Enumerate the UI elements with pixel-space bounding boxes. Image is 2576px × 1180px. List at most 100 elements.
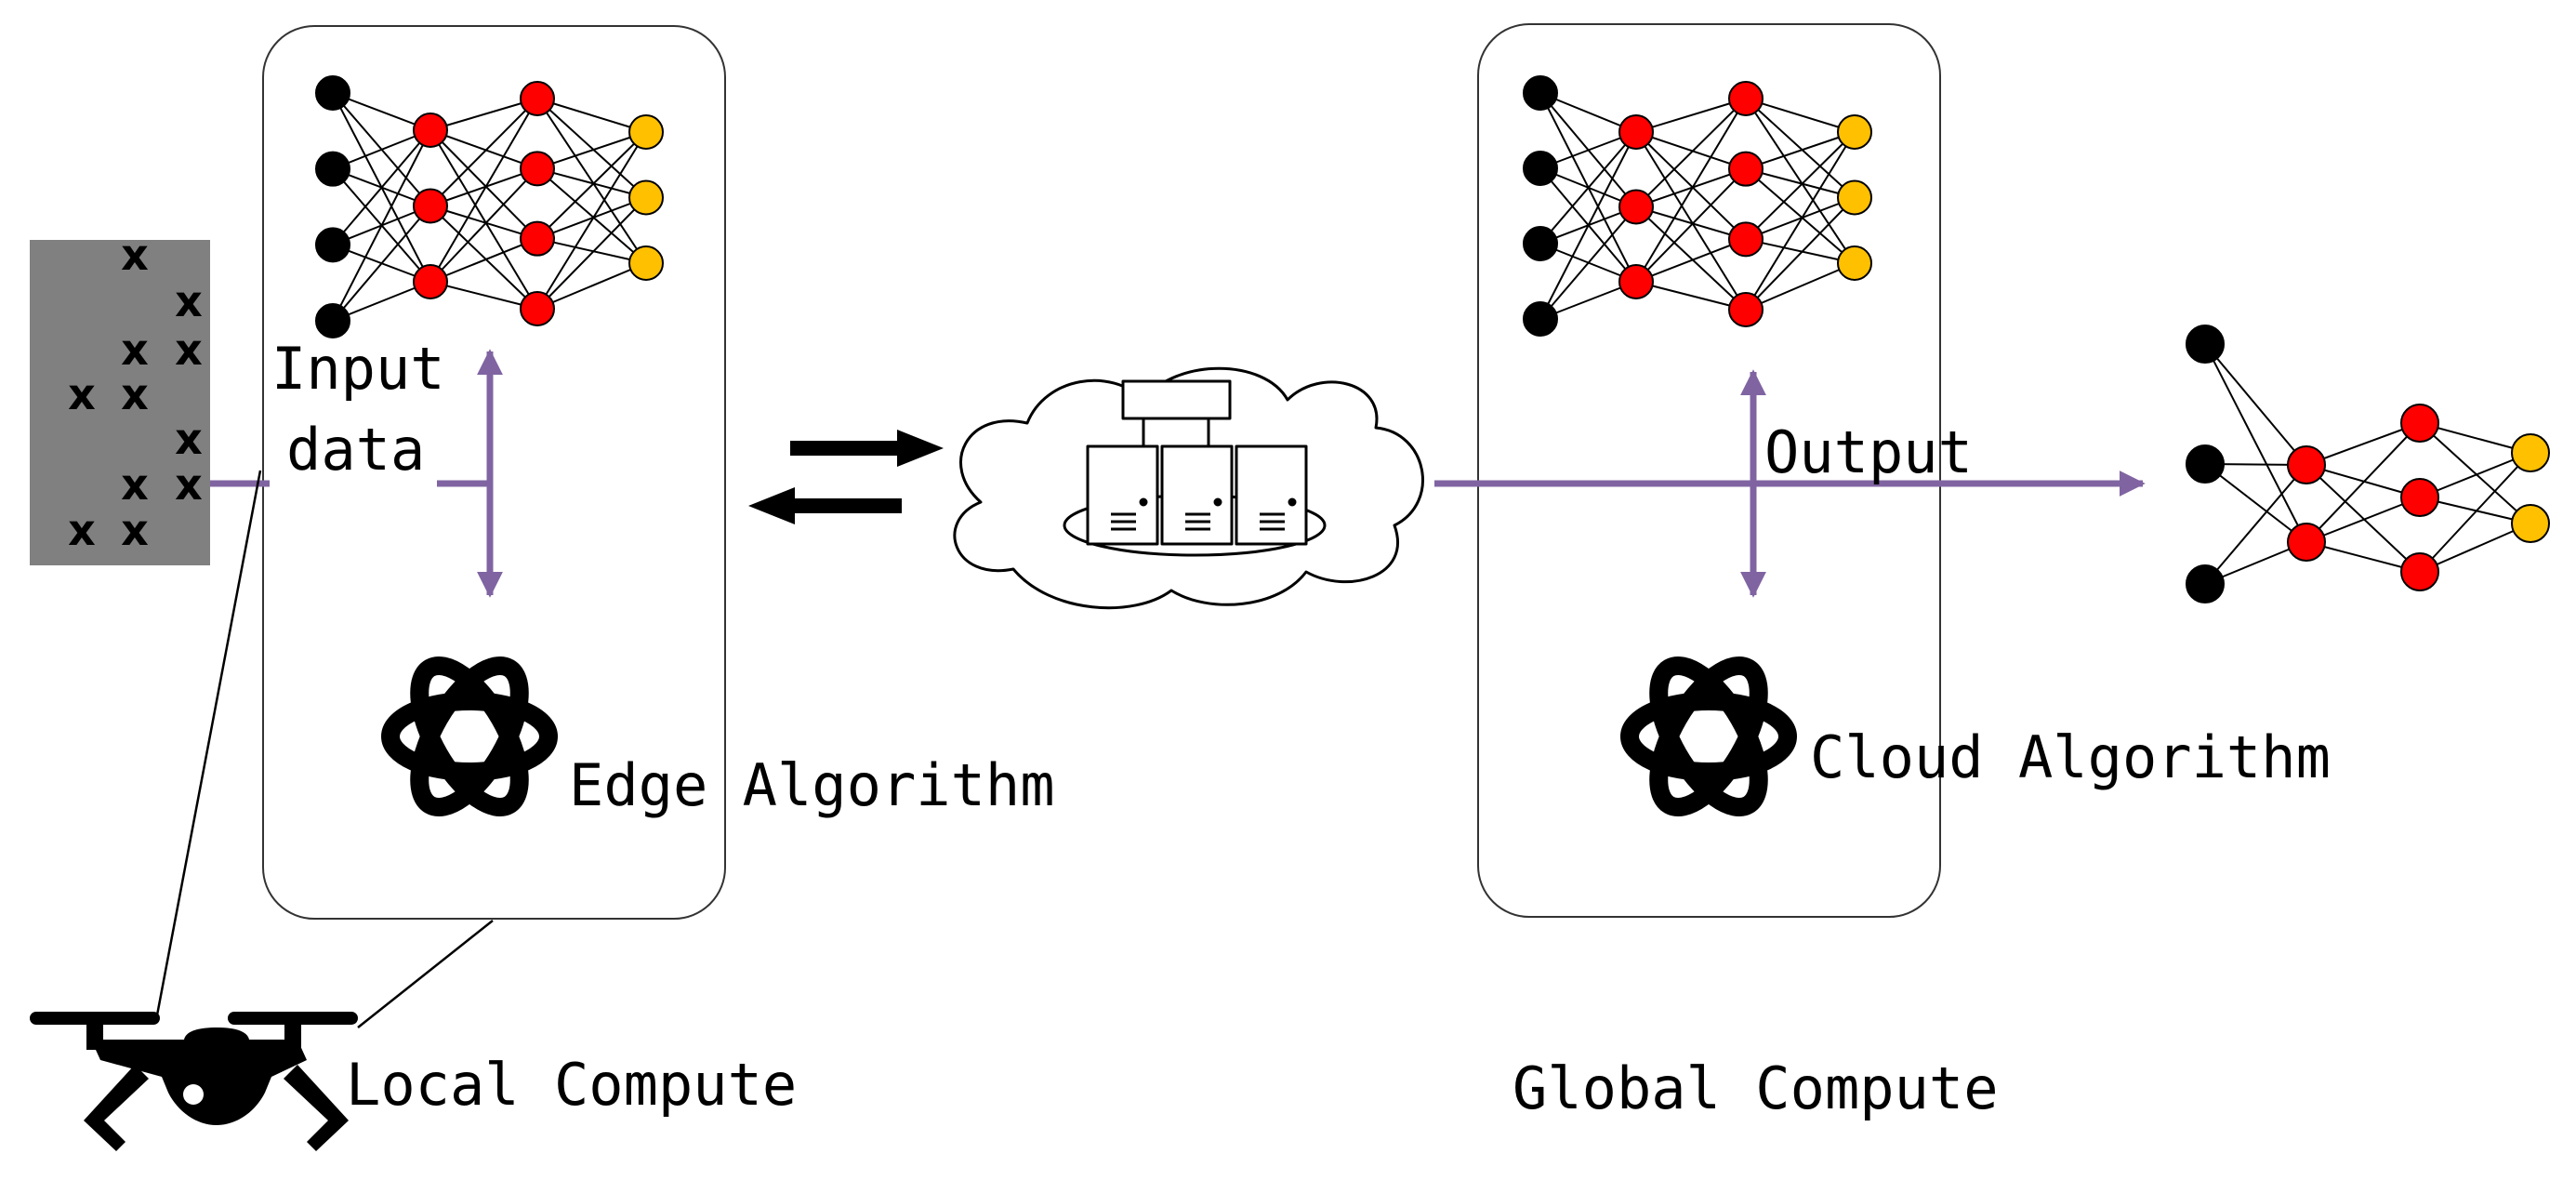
- input-data-marker: x: [68, 505, 96, 555]
- server-details: [1111, 497, 1297, 531]
- edge-algorithm-label: Edge Algorithm: [569, 751, 1055, 819]
- edge-compute-box: [262, 25, 726, 920]
- input-data-marker: x: [68, 369, 96, 419]
- input-node: [1523, 226, 1558, 261]
- network-edge: [2305, 464, 2421, 498]
- input-data-marker: x: [121, 459, 149, 510]
- network-edge: [536, 98, 647, 199]
- network-edge: [1745, 196, 1856, 241]
- input-node: [315, 75, 350, 111]
- network-edge: [429, 129, 538, 310]
- network-edge: [2305, 422, 2421, 466]
- input-data-marker: x: [175, 414, 203, 464]
- network-edge: [2204, 464, 2307, 585]
- network-edge: [536, 167, 647, 199]
- network-edge: [2419, 452, 2531, 498]
- hidden-node: [520, 291, 555, 326]
- output-node: [1837, 245, 1872, 281]
- network-edge: [1745, 238, 1856, 264]
- network-edge: [536, 131, 647, 240]
- output-node: [1837, 179, 1872, 216]
- network-edge: [1745, 98, 1856, 199]
- hidden-node: [520, 81, 555, 116]
- network-edge: [332, 129, 431, 322]
- hidden-node: [2287, 445, 2326, 484]
- network-edge: [1539, 131, 1637, 245]
- network-edge: [1745, 131, 1856, 170]
- hidden-node: [413, 113, 448, 148]
- network-edge: [536, 98, 647, 133]
- input-node: [1523, 151, 1558, 186]
- network-edge: [1635, 131, 1747, 311]
- network-edge: [1635, 238, 1747, 283]
- cloud-servers-icon: [953, 366, 1424, 610]
- network-edge: [2204, 343, 2307, 543]
- network-edge: [536, 237, 647, 264]
- output-node: [628, 114, 664, 150]
- network-edge: [536, 167, 647, 264]
- output-label: Output: [1764, 418, 1973, 486]
- input-node: [1523, 75, 1558, 111]
- network-edge: [1745, 131, 1856, 241]
- hidden-node: [1618, 264, 1654, 299]
- network-edge: [1745, 196, 1856, 311]
- input-data-marker: x: [121, 230, 149, 280]
- network-edge: [1635, 98, 1747, 133]
- output-neural-network: [2186, 325, 2550, 603]
- network-edge: [332, 129, 431, 245]
- input-data-label-line2: data: [286, 416, 425, 484]
- bidirectional-arrows-icon: [748, 430, 944, 524]
- cloud-neural-network: [1523, 75, 1872, 337]
- network-edge: [429, 98, 538, 283]
- network-edge: [1635, 98, 1747, 283]
- network-edge: [536, 196, 647, 240]
- edge-neural-network: [315, 75, 664, 338]
- hidden-node: [2400, 552, 2439, 591]
- network-edge: [429, 167, 538, 283]
- network-edge: [429, 98, 538, 131]
- network-edge: [429, 237, 538, 283]
- network-edge: [2204, 463, 2307, 543]
- input-data-marker: x: [175, 325, 203, 375]
- network-edge: [1635, 98, 1747, 208]
- network-edge: [2305, 422, 2421, 543]
- input-node: [315, 151, 350, 187]
- network-edge: [1539, 131, 1637, 320]
- hidden-node: [1728, 292, 1764, 327]
- input-node: [2186, 325, 2225, 364]
- output-node: [2511, 433, 2550, 472]
- network-edge: [2419, 452, 2531, 573]
- drone-icon: [30, 1012, 358, 1151]
- network-edge: [429, 129, 538, 240]
- hidden-node: [1618, 114, 1654, 150]
- network-edge: [1539, 206, 1637, 320]
- output-node: [2511, 504, 2550, 543]
- network-edge: [1635, 167, 1747, 283]
- network-edge: [1745, 98, 1856, 133]
- network-edge: [2419, 422, 2531, 524]
- hidden-node: [520, 151, 555, 187]
- network-edge: [2305, 541, 2421, 573]
- network-edge: [536, 98, 647, 264]
- input-node: [1523, 301, 1558, 337]
- network-edge: [2204, 343, 2307, 466]
- input-data-marker: x: [175, 276, 203, 326]
- connector-lines: [154, 470, 494, 1028]
- network-edge: [1635, 206, 1747, 241]
- network-edge: [2419, 523, 2531, 573]
- network-edge: [1745, 167, 1856, 264]
- network-edge: [429, 281, 538, 310]
- network-edge: [429, 129, 538, 170]
- hidden-node: [520, 220, 555, 257]
- network-edge: [1745, 131, 1856, 311]
- atom-icon: [381, 656, 558, 817]
- input-data-marker: x: [121, 505, 149, 555]
- network-edge: [332, 205, 431, 322]
- network-edge: [2305, 464, 2421, 573]
- input-node: [2186, 564, 2225, 603]
- network-edge: [536, 131, 647, 170]
- atom-icon: [1620, 656, 1797, 817]
- hidden-node: [1728, 221, 1764, 258]
